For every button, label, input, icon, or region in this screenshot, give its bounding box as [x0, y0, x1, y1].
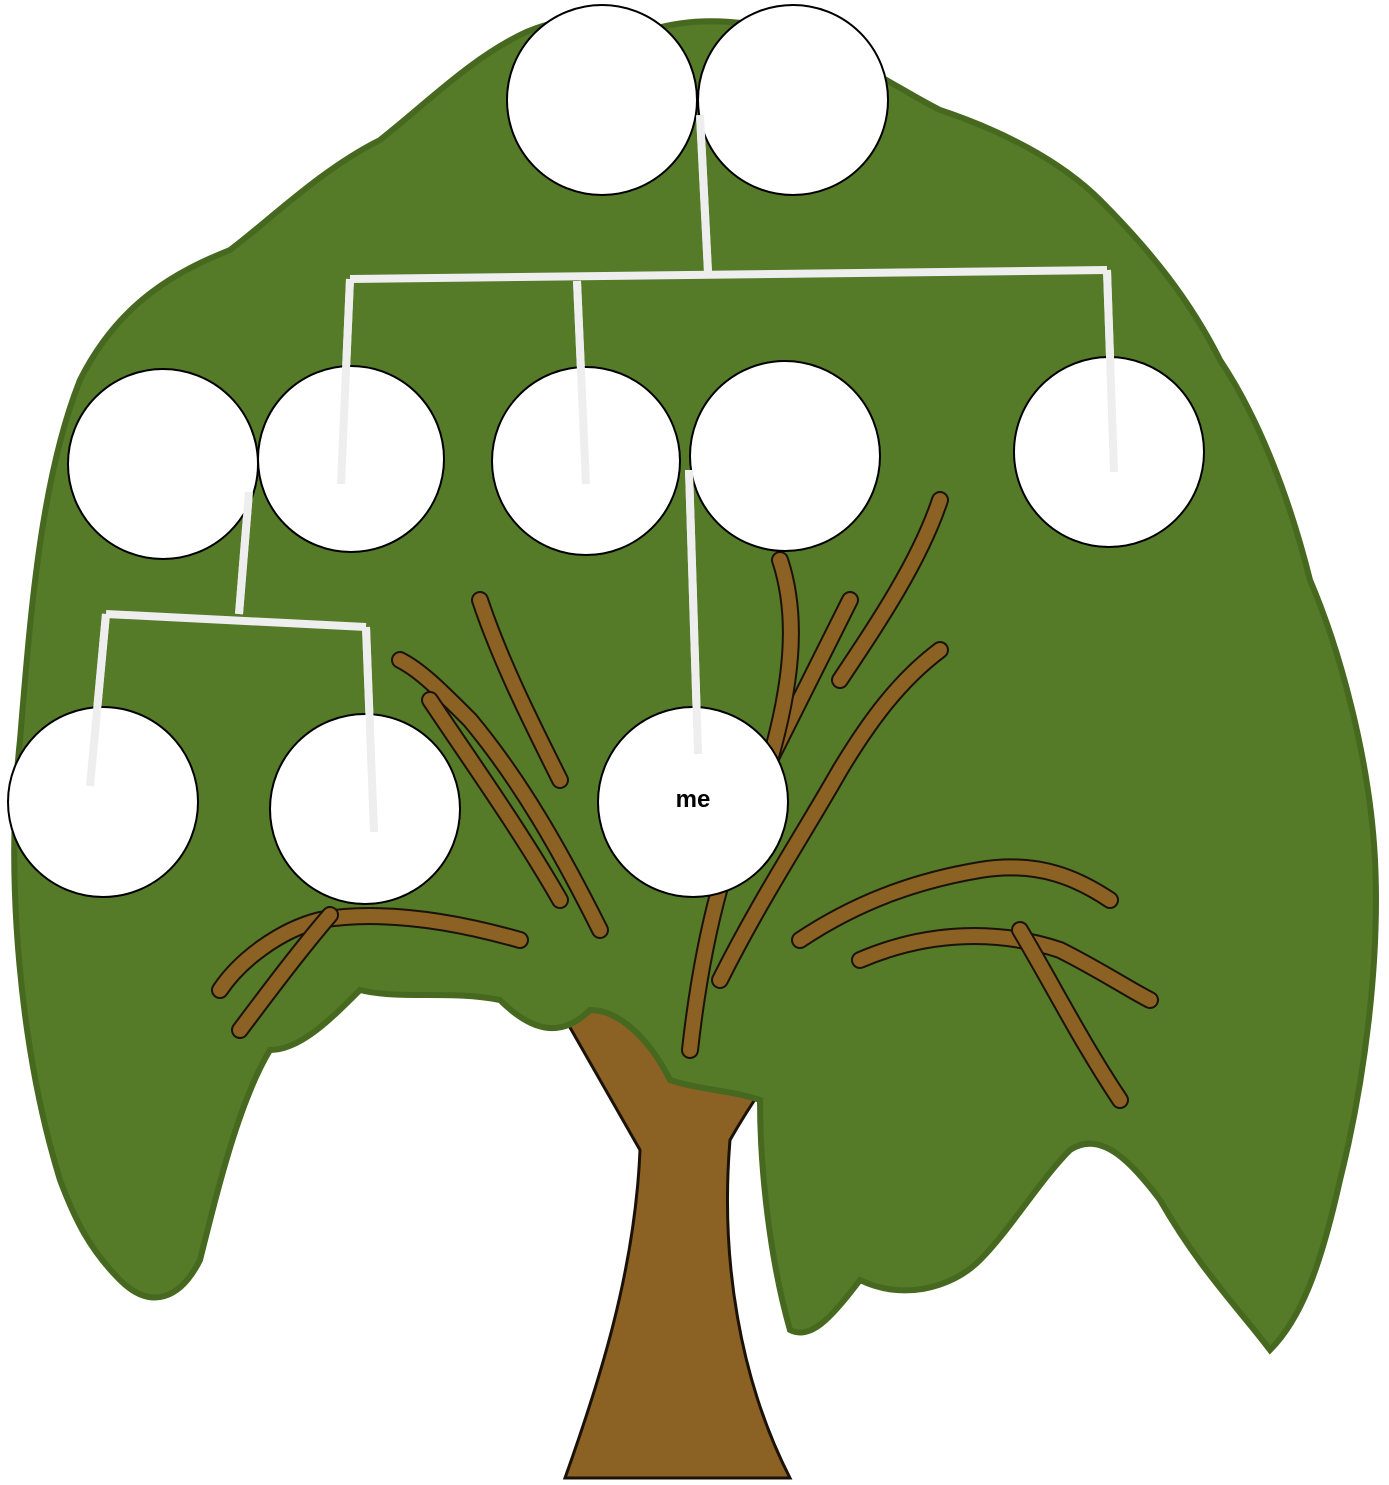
grandparent-1-node [507, 5, 697, 195]
parent-node [690, 361, 880, 551]
cousin-2-node [270, 714, 460, 904]
uncle-1-spouse-node [68, 369, 258, 559]
uncle-1-node [258, 366, 444, 552]
cousin-1-node [8, 707, 198, 897]
me-label: me [598, 786, 788, 814]
grandparent-2-node [698, 5, 888, 195]
